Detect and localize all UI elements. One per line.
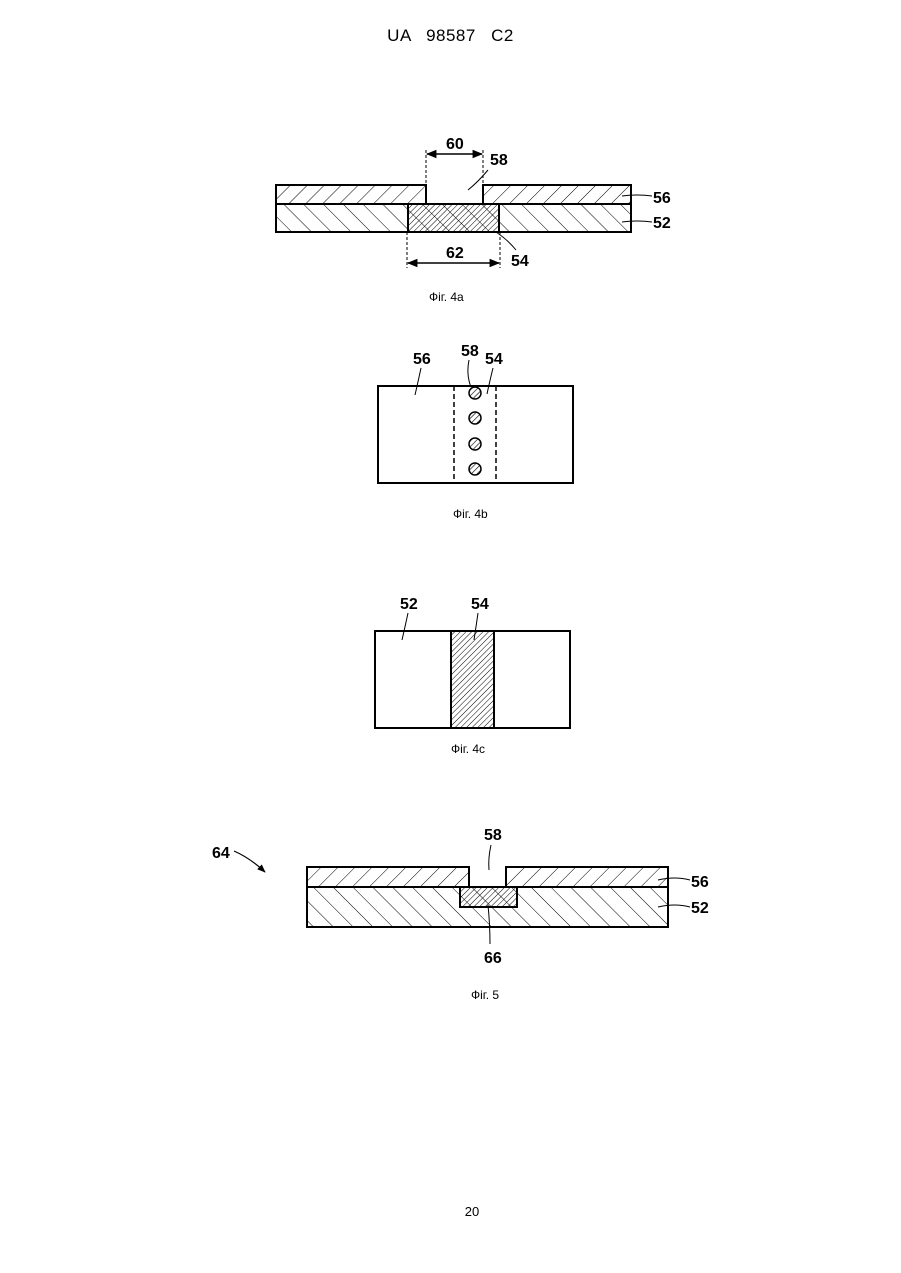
label-58: 58 <box>484 827 502 844</box>
leader-58 <box>468 360 471 387</box>
figure-5: 64 58 56 52 66 Фіг. 5 <box>212 827 709 1002</box>
caption-fig-4a: Фіг. 4a <box>429 290 464 304</box>
region-66 <box>460 887 517 907</box>
leader-54 <box>496 232 516 250</box>
opening-58-4 <box>469 463 481 475</box>
label-58: 58 <box>461 343 479 360</box>
leader-52 <box>622 221 652 222</box>
leader-56 <box>622 195 652 196</box>
caption-fig-5: Фіг. 5 <box>471 988 499 1002</box>
label-56: 56 <box>653 190 671 207</box>
layer-56-left <box>307 867 469 887</box>
label-56: 56 <box>413 351 431 368</box>
label-58: 58 <box>490 152 508 169</box>
label-60: 60 <box>446 136 464 153</box>
label-52: 52 <box>400 596 418 613</box>
opening-58-1 <box>469 387 481 399</box>
region-54-plan <box>451 631 494 728</box>
caption-fig-4c: Фіг. 4c <box>451 742 485 756</box>
leader-58 <box>489 845 491 870</box>
caption-fig-4b: Фіг. 4b <box>453 507 488 521</box>
label-54: 54 <box>511 253 529 270</box>
region-54 <box>408 204 499 232</box>
label-54: 54 <box>485 351 503 368</box>
opening-58-3 <box>469 438 481 450</box>
page-number: 20 <box>0 1204 901 1219</box>
label-66: 66 <box>484 950 502 967</box>
figure-4a: 60 58 56 52 62 54 Фіг. 4a <box>276 136 671 304</box>
label-56: 56 <box>691 874 709 891</box>
label-52: 52 <box>691 900 709 917</box>
layer-56-left <box>276 185 426 204</box>
label-54: 54 <box>471 596 489 613</box>
layer-56-right <box>506 867 668 887</box>
label-64: 64 <box>212 845 230 862</box>
figure-4c: 52 54 Фіг. 4c <box>375 596 570 756</box>
layer-56-right <box>483 185 631 204</box>
label-52: 52 <box>653 215 671 232</box>
label-62: 62 <box>446 245 464 262</box>
figure-4b: 56 58 54 Фіг. 4b <box>378 343 573 521</box>
opening-58-2 <box>469 412 481 424</box>
arrow-64 <box>234 851 265 872</box>
